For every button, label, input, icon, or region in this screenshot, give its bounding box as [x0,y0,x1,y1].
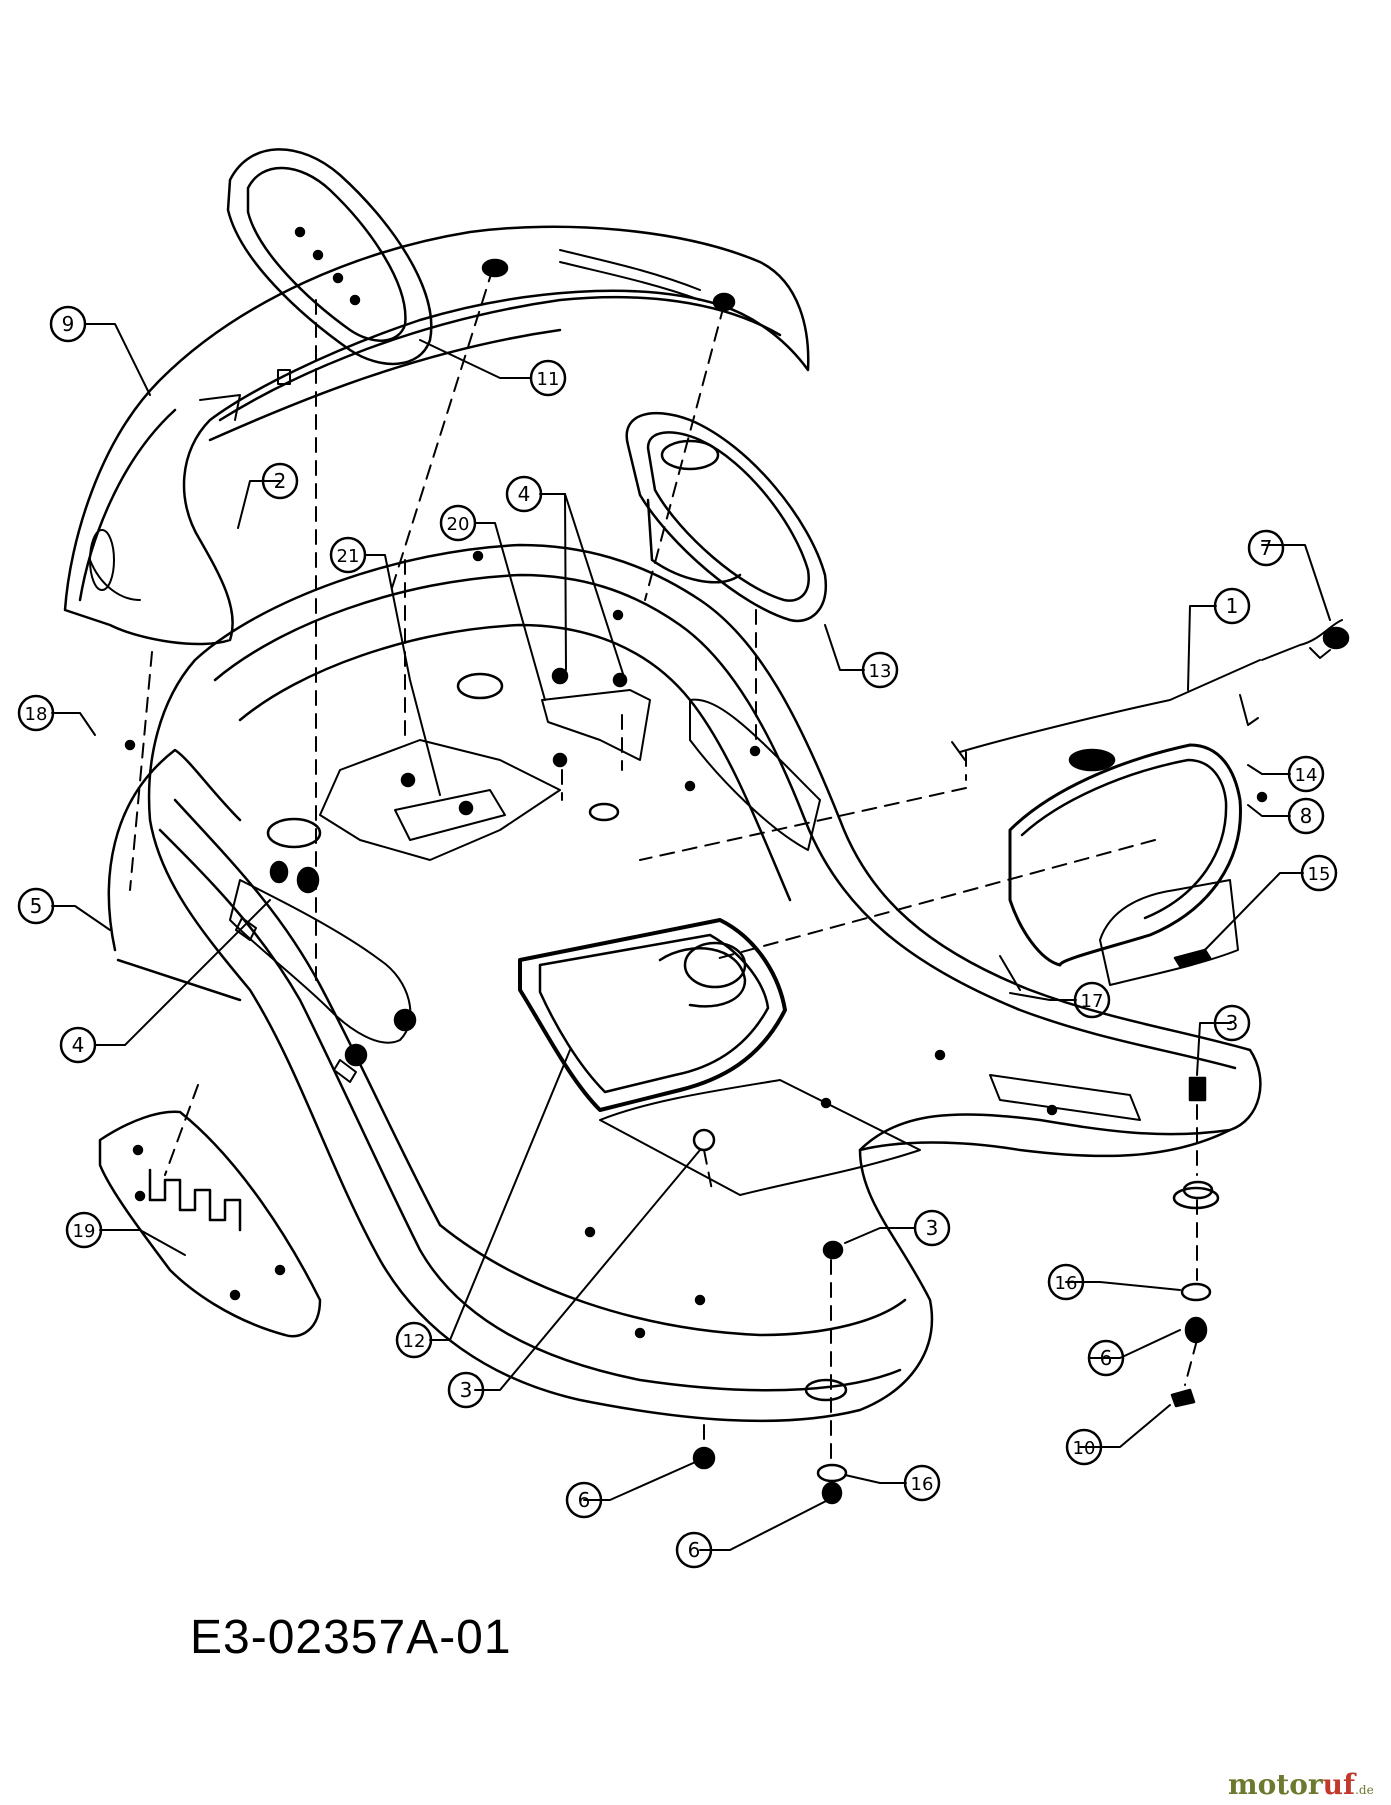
callout-6-bottom: 6 [565,1481,603,1519]
bottom-hardware [692,1128,848,1505]
callout-4-top: 4 [505,475,543,513]
callout-6-lowest: 6 [675,1531,713,1569]
callout-15-label: 15 [1308,864,1331,885]
callout-13: 13 [861,651,899,689]
callout-5: 5 [17,887,55,925]
callout-3-mid-label: 3 [926,1216,939,1240]
callout-21-label: 21 [337,546,360,567]
callout-12: 12 [395,1321,433,1359]
callout-17: 17 [1073,981,1111,1019]
callout-21: 21 [329,536,367,574]
callout-15: 15 [1300,854,1338,892]
part-19-panel [98,1110,322,1338]
part-9-fender [63,225,810,646]
callout-16-right: 16 [1047,1263,1085,1301]
callout-4-left-label: 4 [72,1033,85,1057]
callout-17-label: 17 [1081,991,1104,1012]
right-hardware-stack [1170,1076,1214,1408]
part-11-support [226,148,433,366]
callout-3-bottom-label: 3 [460,1378,473,1402]
callout-11: 11 [529,359,567,397]
callout-13-label: 13 [869,661,892,682]
watermark-part2: uf [1322,1768,1356,1801]
callout-18-left-label: 18 [25,704,48,725]
callout-9-label: 9 [62,312,75,336]
callout-10: 10 [1065,1428,1103,1466]
callout-3-right: 3 [1213,1004,1251,1042]
callout-3-bottom: 3 [447,1371,485,1409]
callout-5-label: 5 [30,894,43,918]
callout-16-bottom-label: 16 [911,1474,934,1495]
watermark-part1: motor [1228,1768,1323,1801]
callout-4-left: 4 [59,1026,97,1064]
callout-9: 9 [49,305,87,343]
callout-11-label: 11 [537,369,560,390]
callout-14-label: 14 [1295,765,1318,786]
callout-7: 7 [1247,529,1285,567]
callout-19-label: 19 [73,1221,96,1242]
callout-8-label: 8 [1300,804,1313,828]
watermark-logo: motoruf.de [1228,1768,1374,1801]
callout-7-label: 7 [1260,536,1273,560]
callout-18-left: 18 [17,694,55,732]
callout-20-label: 20 [447,514,470,535]
callout-16-right-label: 16 [1055,1273,1078,1294]
callout-10-label: 10 [1073,1438,1096,1459]
alignment-lines [129,267,1198,1466]
part-14-cover [951,619,1350,991]
callout-20: 20 [439,504,477,542]
left-side-panel [107,748,417,1083]
callout-16-bottom: 16 [903,1464,941,1502]
callouts: 9 11 2 4 20 21 7 1 13 18 14 8 15 5 17 4 … [17,305,1338,1569]
part-13-support [625,411,828,623]
callout-3-mid: 3 [913,1209,951,1247]
part-20-bracket [541,667,821,851]
callout-3-right-label: 3 [1226,1011,1239,1035]
callout-12-label: 12 [403,1331,426,1352]
callout-4-top-label: 4 [518,482,531,506]
part-12-console [518,918,787,1112]
drawing-code: E3-02357A-01 [190,1611,512,1664]
part-21-plate [319,739,561,861]
callout-8: 8 [1287,797,1325,835]
callout-14: 14 [1287,755,1325,793]
watermark-part3: .de [1355,1783,1374,1797]
callout-6-bottom-label: 6 [578,1488,591,1512]
callout-6-right: 6 [1087,1339,1125,1377]
main-body [124,543,1262,1423]
callout-1: 1 [1213,587,1251,625]
callout-1-label: 1 [1226,594,1239,618]
callout-19: 19 [65,1211,103,1249]
callout-6-right-label: 6 [1100,1346,1113,1370]
callout-2-label: 2 [274,469,287,493]
callout-6-lowest-label: 6 [688,1538,701,1562]
callout-2: 2 [261,462,299,500]
